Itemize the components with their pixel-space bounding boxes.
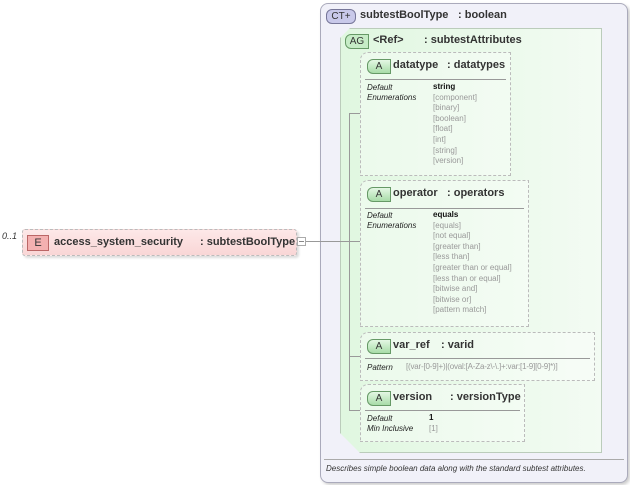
enum-value: [component] xyxy=(433,92,478,102)
enum-value: [greater than] xyxy=(433,241,481,251)
enum-value: [equals] xyxy=(433,220,462,230)
prop-key: Default xyxy=(367,83,393,92)
element-badge-icon: E xyxy=(27,235,49,251)
prop-default-value: equals xyxy=(433,210,459,219)
enum-value: [less than] xyxy=(433,252,470,262)
attribute-name: var_ref xyxy=(393,339,430,351)
attribute-name: datatype xyxy=(393,59,439,71)
attribute-var-ref[interactable]: A var_ref : varid Pattern [(var-[0-9]+)|… xyxy=(360,332,595,381)
prop-key: Enumerations xyxy=(367,221,417,230)
enum-value: [string] xyxy=(433,145,458,155)
element-node[interactable]: E access_system_security : subtestBoolTy… xyxy=(22,229,297,256)
enum-value: [bitwise and] xyxy=(433,284,478,294)
complex-type-badge-icon: CT+ xyxy=(326,9,356,24)
attribute-type: : versionType xyxy=(450,391,521,403)
enum-value: [pattern match] xyxy=(433,305,487,315)
attribute-type: : operators xyxy=(447,187,505,199)
enum-value: [float] xyxy=(433,124,453,134)
element-name: access_system_security xyxy=(54,236,184,248)
attribute-group-name: <Ref> xyxy=(373,34,404,46)
attribute-type: : varid xyxy=(441,339,475,351)
collapse-toggle-icon[interactable] xyxy=(297,237,306,246)
prop-key: Min Inclusive xyxy=(367,424,414,433)
enum-value: [version] xyxy=(433,156,464,166)
attribute-badge-icon: A xyxy=(367,339,391,354)
prop-key: Default xyxy=(367,211,393,220)
enum-value: [bitwise or] xyxy=(433,294,472,304)
complex-type-base: : boolean xyxy=(458,9,507,21)
pattern-value: [(var-[0-9]+)|(oval:[A-Za-z\-\.]+:var:[1… xyxy=(406,362,558,371)
attribute-name: version xyxy=(393,391,433,403)
attribute-type: : datatypes xyxy=(447,59,506,71)
min-inclusive-value: [1] xyxy=(429,423,438,433)
enum-value: [int] xyxy=(433,135,446,144)
enum-value: [boolean] xyxy=(433,113,466,123)
attribute-badge-icon: A xyxy=(367,59,391,74)
attribute-operator[interactable]: A operator : operators Default Enumerati… xyxy=(360,180,529,327)
attribute-datatype[interactable]: A datatype : datatypes Default Enumerati… xyxy=(360,52,511,176)
attribute-group-node[interactable]: AG <Ref> : subtestAttributes xyxy=(340,28,602,453)
enum-value: [not equal] xyxy=(433,231,471,241)
prop-key: Pattern xyxy=(367,363,393,372)
attribute-group-ref: : subtestAttributes xyxy=(424,34,522,46)
enum-value: [greater than or equal] xyxy=(433,263,512,272)
prop-key: Enumerations xyxy=(367,93,417,102)
cardinality-label: 0..1 xyxy=(2,231,18,241)
prop-default-value: 1 xyxy=(429,413,434,422)
attribute-group-badge-icon: AG xyxy=(345,34,369,49)
attribute-name: operator xyxy=(393,187,438,199)
attribute-badge-icon: A xyxy=(367,391,391,406)
enum-value: [less than or equal] xyxy=(433,273,501,283)
prop-default-value: string xyxy=(433,82,456,91)
attribute-badge-icon: A xyxy=(367,187,391,202)
enum-value: [binary] xyxy=(433,103,460,113)
prop-key: Default xyxy=(367,414,393,423)
attribute-version[interactable]: A version : versionType Default Min Incl… xyxy=(360,384,525,442)
element-type: : subtestBoolType xyxy=(200,236,296,248)
complex-type-name: subtestBoolType xyxy=(360,9,449,21)
complex-type-description: Describes simple boolean data along with… xyxy=(326,464,586,473)
